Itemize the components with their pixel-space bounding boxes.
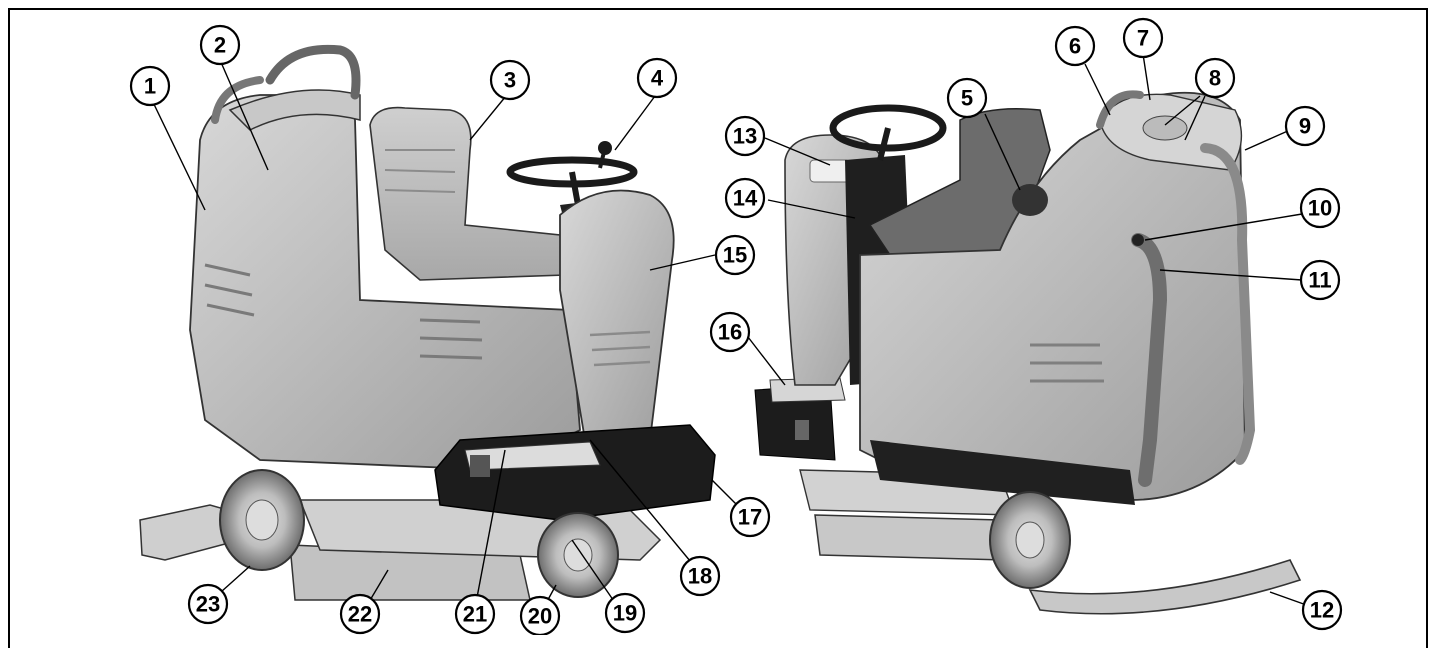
machine-diagram: 1 2 3 4 5 6 7 8 9 10 11 12 13 14 15 16 1… [129,17,1343,635]
callout-12: 12 [1301,589,1343,631]
callout-23: 23 [187,583,229,625]
machine-left [139,44,716,601]
svg-text:9: 9 [1299,114,1311,139]
svg-text:6: 6 [1069,34,1081,59]
svg-text:7: 7 [1137,26,1149,51]
svg-text:21: 21 [463,602,487,627]
callout-14: 14 [724,177,766,219]
callout-17: 17 [729,496,771,538]
brush-deck-right [814,514,1006,561]
svg-text:20: 20 [528,604,552,629]
svg-text:17: 17 [738,505,762,530]
callout-9: 9 [1284,105,1326,147]
machine-right [754,90,1302,615]
svg-text:4: 4 [651,66,664,91]
svg-text:23: 23 [196,592,220,617]
svg-text:16: 16 [718,320,742,345]
callout-13: 13 [724,115,766,157]
leader-lines [149,53,1313,619]
callout-1: 1 [129,65,171,107]
squeegee-right [1028,559,1302,615]
svg-text:2: 2 [214,33,226,58]
svg-text:10: 10 [1308,196,1332,221]
callout-5: 5 [946,77,988,119]
callout-11: 11 [1299,259,1341,301]
callout-15: 15 [714,234,756,276]
figure-frame [8,8,1428,648]
svg-text:15: 15 [723,243,747,268]
callout-22: 22 [339,593,381,635]
callout-20: 20 [519,595,561,635]
callout-19: 19 [604,592,646,634]
callout-10: 10 [1299,187,1341,229]
callout-8: 8 [1194,57,1236,99]
seat-left [369,106,566,281]
svg-text:3: 3 [504,68,516,93]
steering-wheel-right [829,104,947,152]
svg-text:22: 22 [348,602,372,627]
svg-text:19: 19 [613,601,637,626]
callout-16: 16 [709,311,751,353]
callout-18: 18 [679,555,721,597]
callout-21: 21 [454,593,496,635]
callout-2: 2 [199,24,241,66]
svg-text:8: 8 [1209,66,1221,91]
svg-text:5: 5 [961,86,973,111]
svg-text:13: 13 [733,124,757,149]
svg-text:1: 1 [144,74,156,99]
callout-4: 4 [636,57,678,99]
svg-text:14: 14 [733,186,758,211]
callout-3: 3 [489,59,531,101]
callout-6: 6 [1054,25,1096,67]
svg-text:18: 18 [688,564,712,589]
svg-text:12: 12 [1310,598,1334,623]
svg-text:11: 11 [1308,268,1331,293]
callout-7: 7 [1122,17,1164,59]
